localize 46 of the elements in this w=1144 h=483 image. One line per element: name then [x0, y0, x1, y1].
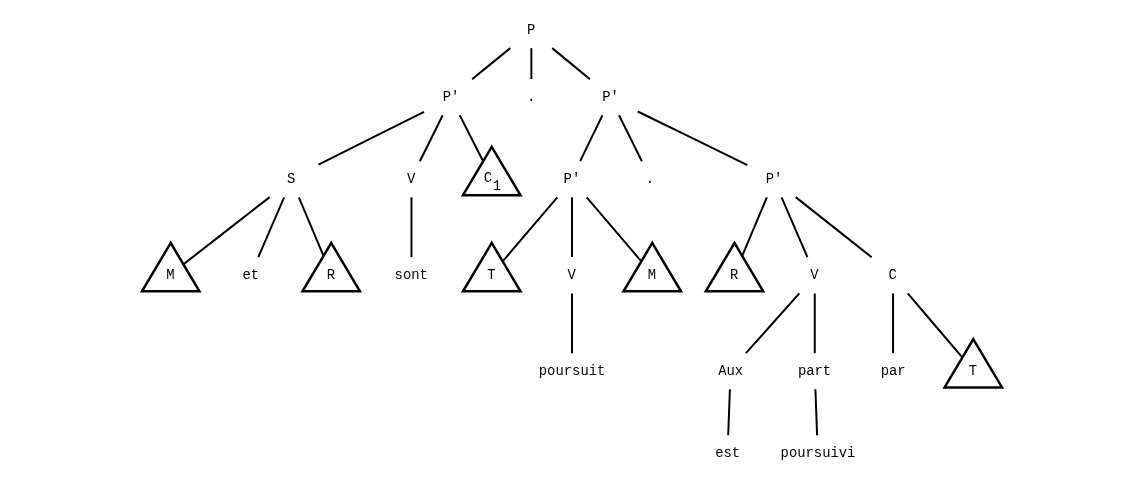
connector [906, 292, 964, 359]
connector [571, 292, 573, 355]
node-text: part [797, 362, 832, 379]
connector [501, 196, 559, 263]
connector [257, 196, 286, 259]
connector [744, 292, 801, 355]
node-text: P' [602, 88, 619, 105]
node-text: sont [394, 266, 428, 283]
connector [813, 292, 816, 355]
node-text: P' [563, 170, 581, 187]
node-text: . [645, 170, 655, 187]
connector [814, 388, 819, 437]
connector [727, 388, 731, 437]
node-text: par [880, 362, 906, 379]
connector [530, 47, 533, 81]
node-text: S [287, 170, 296, 187]
node-text: V [567, 266, 576, 283]
connector [317, 110, 426, 166]
node-text: poursuit [538, 362, 606, 379]
connector [636, 110, 749, 166]
connector [741, 196, 768, 257]
connector [410, 196, 413, 259]
connector [297, 196, 325, 257]
node-text: P' [765, 170, 783, 187]
node-text: est [715, 444, 741, 461]
node-text: . [526, 88, 536, 105]
node-text: Aux [718, 362, 744, 379]
node-text: P' [442, 88, 460, 105]
connector [780, 196, 809, 259]
connector [571, 196, 573, 259]
connector [618, 114, 643, 163]
connector [892, 292, 895, 355]
connector [585, 196, 643, 263]
connector [471, 47, 512, 81]
node-text: et [242, 266, 260, 283]
node-text: V [407, 170, 416, 187]
node-text: P [526, 21, 536, 38]
connector [551, 47, 591, 81]
connector [794, 196, 873, 259]
connector [418, 114, 444, 163]
node-text: V [810, 266, 819, 283]
node-text: poursuivi [780, 444, 856, 461]
connector [458, 114, 485, 163]
connector [182, 196, 271, 266]
connector [579, 114, 604, 163]
node-text: C [888, 266, 897, 283]
